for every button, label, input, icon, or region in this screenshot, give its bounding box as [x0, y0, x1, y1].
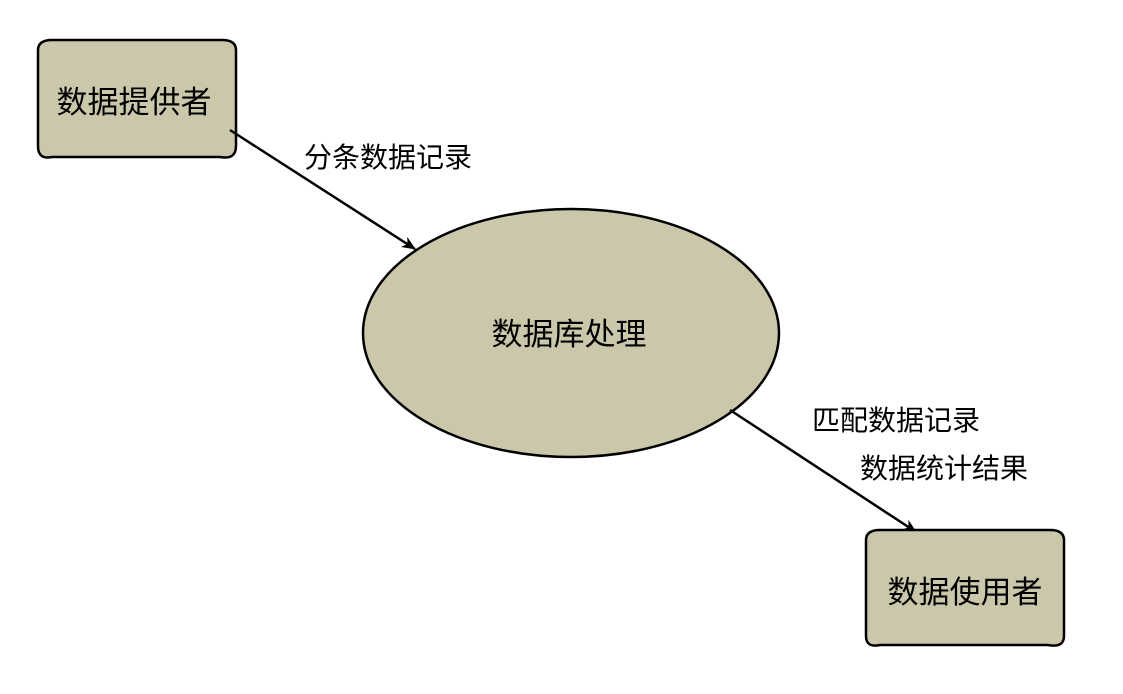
user-node-shape: [864, 528, 1066, 647]
process-node-shape: [361, 207, 781, 459]
provider-node-shape: [36, 38, 238, 159]
input-edge-line: [229, 128, 416, 251]
user-node: 数据使用者: [864, 528, 1066, 647]
output-edge-line: [729, 408, 917, 534]
process-node-label: 数据库处理: [492, 317, 647, 353]
output-edge-label-line2: 数据统计结果: [860, 452, 1028, 485]
output-edge-label-line1: 匹配数据记录: [812, 404, 980, 437]
user-node-label: 数据使用者: [888, 575, 1043, 611]
input-edge: 分条数据记录: [229, 128, 472, 251]
input-edge-label: 分条数据记录: [304, 141, 472, 174]
output-edge: 匹配数据记录 数据统计结果: [729, 404, 1028, 534]
provider-node: 数据提供者: [36, 38, 238, 159]
provider-node-label: 数据提供者: [57, 85, 212, 121]
process-node: 数据库处理: [361, 207, 781, 459]
